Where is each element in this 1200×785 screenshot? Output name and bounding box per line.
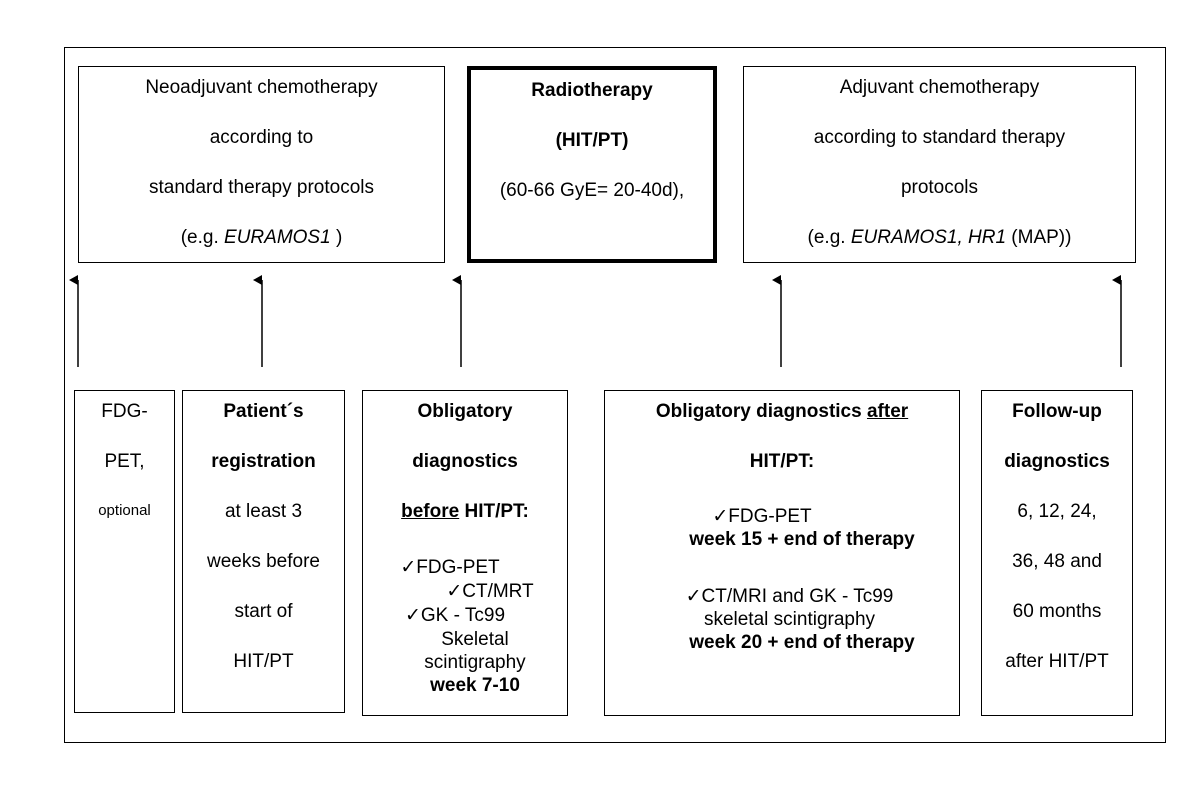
registration-line-4: weeks before	[206, 551, 320, 572]
registration-line-3: at least 3	[224, 501, 303, 522]
neoadjuvant-line-2: according to	[209, 127, 314, 148]
before-item-ct-mrt: ✓CT/MRT	[446, 581, 534, 602]
adjuvant-line-3: protocols	[900, 177, 979, 198]
registration-line-2: registration	[211, 451, 316, 472]
before-item-week: week 7-10	[430, 675, 520, 696]
followup-line-4: 36, 48 and	[1012, 551, 1102, 572]
obligatory-diagnostics-before-box: Obligatory diagnostics before HIT/PT: ✓F…	[362, 390, 568, 716]
radiotherapy-subtitle: (HIT/PT)	[555, 130, 629, 151]
after-item-ct-mri: ✓CT/MRI and GK - Tc99	[685, 586, 894, 607]
registration-line-1: Patient´s	[223, 401, 304, 422]
follow-up-diagnostics-box: Follow-up diagnostics 6, 12, 24, 36, 48 …	[981, 390, 1133, 716]
fdg-line-2: PET,	[104, 451, 145, 472]
after-item-fdg-pet: ✓FDG-PET	[712, 506, 812, 527]
neoadjuvant-line-3: standard therapy protocols	[149, 177, 374, 198]
before-item-fdg-pet: ✓FDG-PET	[400, 557, 500, 578]
before-line-2: diagnostics	[412, 451, 518, 472]
adjuvant-line-4: (e.g. EURAMOS1, HR1 (MAP))	[807, 227, 1072, 248]
followup-line-1: Follow-up	[1012, 401, 1102, 422]
after-line-2: HIT/PT:	[749, 451, 815, 472]
neoadjuvant-chemotherapy-box: Neoadjuvant chemotherapy according to st…	[78, 66, 445, 263]
before-item-gk-tc99: ✓GK - Tc99	[404, 605, 506, 626]
fdg-line-3: optional	[98, 502, 151, 519]
followup-line-3: 6, 12, 24,	[1017, 501, 1097, 522]
radiotherapy-box: Radiotherapy (HIT/PT) (60-66 GyE= 20-40d…	[467, 66, 717, 263]
followup-line-5: 60 months	[1012, 601, 1102, 622]
adjuvant-line-2: according to standard therapy	[813, 127, 1066, 148]
after-item-week-15: week 15 + end of therapy	[689, 529, 915, 550]
obligatory-diagnostics-after-box: Obligatory diagnostics after HIT/PT: ✓FD…	[604, 390, 960, 716]
after-line-1: Obligatory diagnostics after	[655, 401, 909, 422]
registration-line-5: start of	[234, 601, 293, 622]
registration-line-6: HIT/PT	[233, 651, 294, 672]
fdg-line-1: FDG-	[101, 401, 148, 422]
before-item-skeletal: Skeletal	[441, 629, 509, 650]
radiotherapy-title: Radiotherapy	[531, 80, 653, 101]
adjuvant-chemotherapy-box: Adjuvant chemotherapy according to stand…	[743, 66, 1136, 263]
adjuvant-line-1: Adjuvant chemotherapy	[839, 77, 1040, 98]
neoadjuvant-line-4: (e.g. EURAMOS1 )	[180, 227, 343, 248]
followup-line-2: diagnostics	[1004, 451, 1110, 472]
before-line-1: Obligatory	[417, 401, 513, 422]
after-item-week-20: week 20 + end of therapy	[689, 632, 915, 653]
before-line-3: before HIT/PT:	[401, 501, 529, 522]
followup-line-6: after HIT/PT	[1005, 651, 1109, 672]
neoadjuvant-line-1: Neoadjuvant chemotherapy	[145, 77, 378, 98]
after-item-skeletal: skeletal scintigraphy	[703, 609, 876, 630]
patient-registration-box: Patient´s registration at least 3 weeks …	[182, 390, 345, 713]
diagram-frame	[64, 47, 1166, 743]
fdg-pet-optional-box: FDG- PET, optional	[74, 390, 175, 713]
radiotherapy-dose: (60-66 GyE= 20-40d),	[499, 180, 685, 201]
before-item-scintigraphy: scintigraphy	[424, 652, 526, 673]
